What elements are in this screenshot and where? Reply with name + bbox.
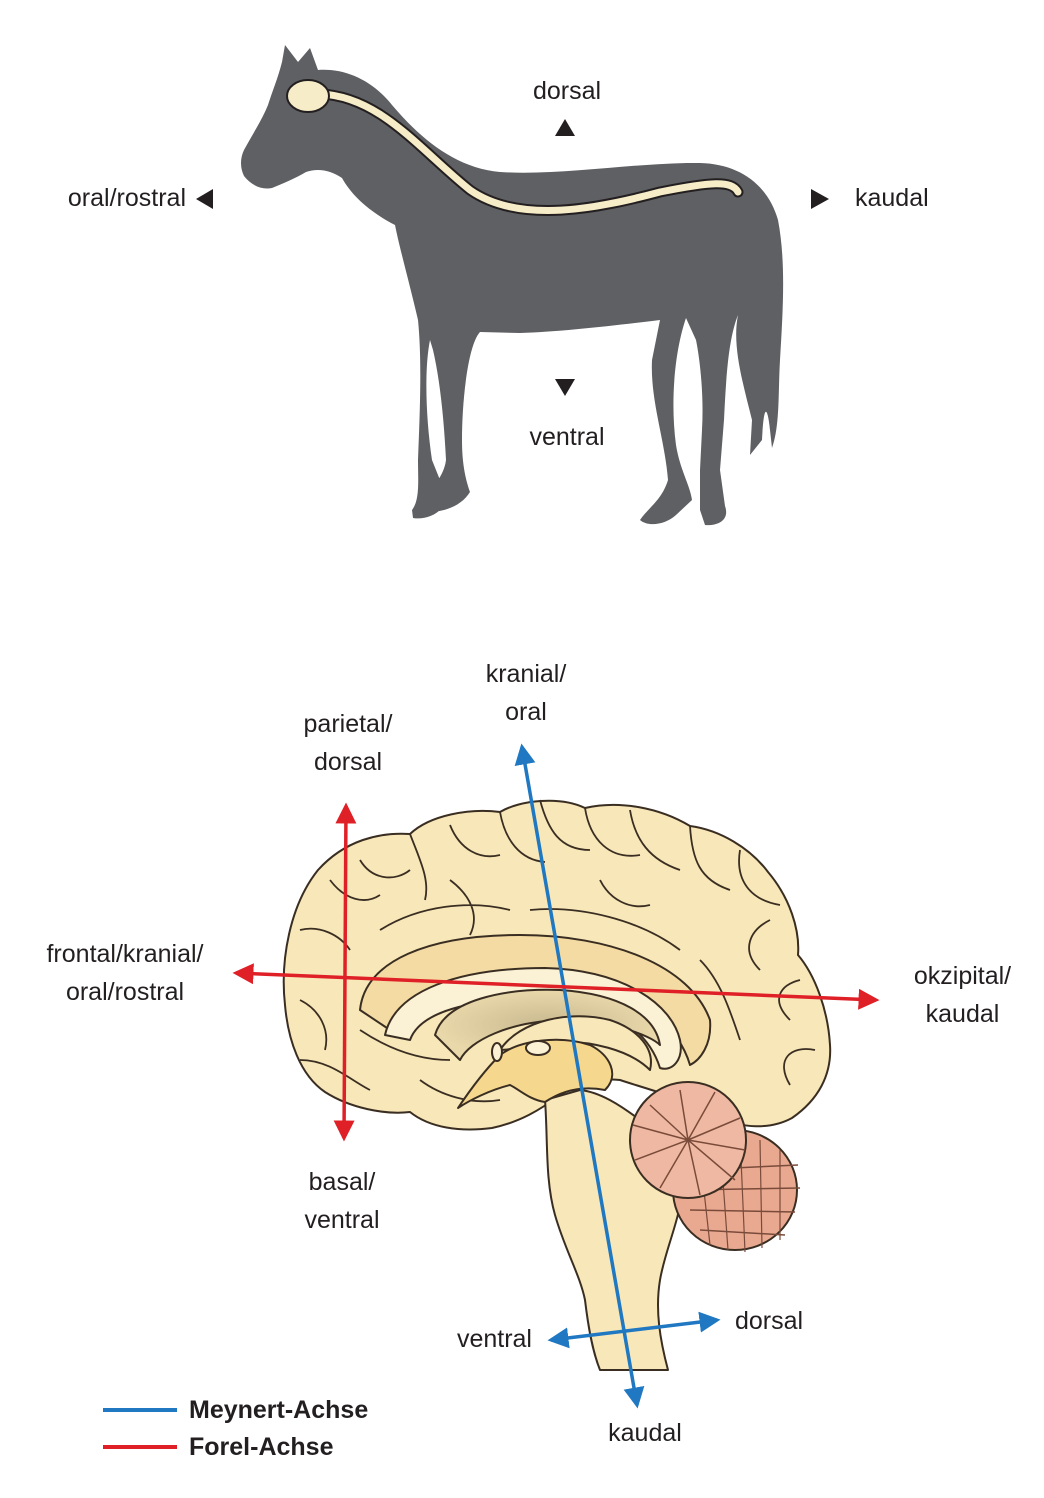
forel-right-label-line-2: kaudal <box>925 1000 1000 1028</box>
anterior-commissure <box>491 1042 503 1062</box>
mamillary-body <box>525 1040 551 1056</box>
meynert-top-label-line-2: oral <box>505 698 547 726</box>
triangle-up-icon <box>555 119 575 136</box>
forel-bottom-label: basal/ ventral <box>280 1163 404 1239</box>
legend-forel: Forel-Achse <box>103 1432 333 1462</box>
legend-forel-label: Forel-Achse <box>189 1432 334 1461</box>
horse-oral-label: oral/rostral <box>67 184 186 212</box>
horse-silhouette <box>241 45 784 526</box>
forel-right-label: okzipital/ kaudal <box>895 957 1030 1033</box>
brain-illustration <box>282 799 832 1371</box>
forel-top-label-line-1: parietal/ <box>303 710 393 738</box>
meynert-bottom-label: kaudal <box>608 1419 682 1447</box>
legend-meynert-swatch <box>103 1408 177 1412</box>
forel-bottom-label-line-1: basal/ <box>308 1168 376 1196</box>
cerebellum <box>629 1081 801 1253</box>
horse-illustration <box>241 45 784 526</box>
meynert-axis-line <box>514 743 645 1409</box>
forel-bottom-label-line-2: ventral <box>304 1206 380 1234</box>
forel-top-label: parietal/ dorsal <box>280 705 416 781</box>
horse-caudal-label: kaudal <box>855 184 929 212</box>
brainstem-ventral-label: ventral <box>456 1325 532 1353</box>
forel-left-label: frontal/kranial/ oral/rostral <box>20 935 230 1011</box>
triangle-right-icon <box>811 189 829 209</box>
horse-brain <box>286 79 330 113</box>
horse-ventral-label: ventral <box>529 423 605 451</box>
forel-vertical-axis-line <box>333 802 357 1142</box>
legend-forel-swatch <box>103 1445 177 1449</box>
meynert-top-label: kranial/ oral <box>460 655 592 731</box>
brainstem-dorsal-label: dorsal <box>735 1307 804 1335</box>
forel-left-label-line-2: oral/rostral <box>65 978 185 1006</box>
meynert-top-label-line-1: kranial/ <box>485 660 567 688</box>
legend-meynert-label: Meynert-Achse <box>189 1395 369 1424</box>
horse-dorsal-label: dorsal <box>532 77 602 105</box>
triangle-left-icon <box>196 189 213 209</box>
legend-meynert: Meynert-Achse <box>103 1395 368 1425</box>
forel-right-label-line-1: okzipital/ <box>913 962 1012 990</box>
forel-horizontal-axis-line <box>232 963 880 1010</box>
meynert-brainstem-axis-line <box>547 1311 721 1349</box>
triangle-down-icon <box>555 379 575 396</box>
forel-top-label-line-2: dorsal <box>313 748 383 776</box>
forel-left-label-line-1: frontal/kranial/ <box>46 940 204 968</box>
